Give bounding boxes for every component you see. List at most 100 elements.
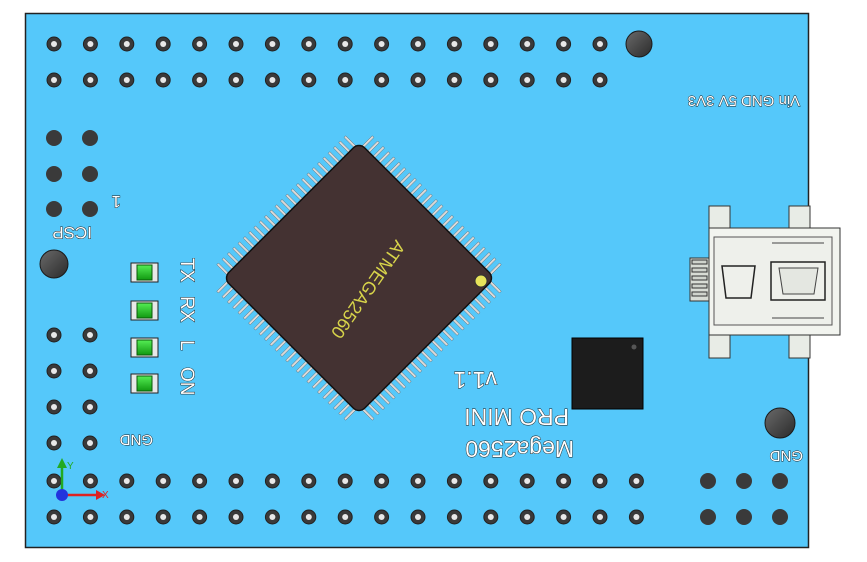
pin-hole-center xyxy=(415,478,421,484)
pin-hole-center xyxy=(451,514,458,520)
pin-hole-center xyxy=(415,77,421,83)
pin-hole-center xyxy=(633,478,640,484)
label-on: ON xyxy=(176,367,197,396)
secondary-ic xyxy=(571,337,644,410)
pin-hole-center xyxy=(560,478,567,484)
pin-hole-center xyxy=(87,368,93,374)
pin-hole-center xyxy=(160,514,167,520)
pin-hole-center xyxy=(560,77,567,83)
pin-hole-center xyxy=(597,478,603,484)
led-on xyxy=(130,373,159,394)
pin-hole-center xyxy=(233,77,239,83)
axis-y-label: Y xyxy=(67,461,74,472)
pin-headers xyxy=(46,36,644,525)
label-subtitle: PRO MINI xyxy=(464,404,569,430)
pin-hole-center xyxy=(560,41,567,47)
pin-hole-center xyxy=(51,440,57,446)
pin-hole-center xyxy=(160,77,167,83)
pin-hole-center xyxy=(524,41,531,47)
pin-hole-center xyxy=(524,77,531,83)
axis-triad: Y X xyxy=(56,458,109,501)
pin-hole-center xyxy=(487,41,494,47)
pin-hole-center xyxy=(378,77,385,83)
label-board-name: Mega2560 xyxy=(465,436,574,462)
label-version: v1.1 xyxy=(454,367,497,393)
pin-hole-center xyxy=(269,514,276,520)
pin-hole-center xyxy=(451,77,458,83)
pin-hole-center xyxy=(560,514,567,520)
chip-pin1-marker xyxy=(474,274,488,288)
pin-hole-center xyxy=(597,514,603,520)
pin-hole-center xyxy=(160,478,167,484)
label-tx: TX xyxy=(176,258,197,283)
pin-hole-center xyxy=(487,514,494,520)
pin-hole-center xyxy=(51,368,57,374)
pin-hole-center xyxy=(160,41,167,47)
pin-hole-center xyxy=(87,77,94,83)
pin-hole-center xyxy=(342,478,349,484)
led-l xyxy=(130,337,159,358)
pin-hole-center xyxy=(305,514,312,520)
pin-hole-center xyxy=(51,478,57,484)
mini-usb-connector xyxy=(689,205,841,359)
pin-hole-center xyxy=(378,478,385,484)
pin-hole-center xyxy=(196,41,203,47)
pin-hole-center xyxy=(597,41,603,47)
pin-hole-center xyxy=(233,478,239,484)
pin-hole-center xyxy=(123,514,130,520)
pin-hole-center xyxy=(524,514,531,520)
pin-hole-center xyxy=(378,41,385,47)
mounting-hole-bottom-right xyxy=(764,407,796,439)
pin-hole-center xyxy=(342,41,349,47)
pin-hole-center xyxy=(597,77,603,83)
label-pin-one: 1 xyxy=(112,192,121,211)
pin-hole-center xyxy=(305,77,312,83)
pin-hole-center xyxy=(123,77,130,83)
pin-hole-center xyxy=(233,514,239,520)
status-leds xyxy=(130,262,159,394)
pin-hole-center xyxy=(342,77,349,83)
label-gnd-left: GND xyxy=(120,431,154,448)
pin-hole-center xyxy=(87,514,94,520)
pin-hole-center xyxy=(196,478,203,484)
pin-hole-center xyxy=(451,478,458,484)
pin-hole-center xyxy=(305,41,312,47)
pin-hole-center xyxy=(233,41,239,47)
pin-hole-center xyxy=(51,332,57,338)
pin-hole-center xyxy=(51,404,57,410)
pin-hole-center xyxy=(269,41,276,47)
pin-hole-center xyxy=(487,478,494,484)
pin-hole-center xyxy=(451,41,458,47)
pin-hole-center xyxy=(196,77,203,83)
pin-hole-center xyxy=(196,514,203,520)
led-tx xyxy=(130,262,159,283)
pin-hole-center xyxy=(87,404,93,410)
pin-hole-center xyxy=(305,478,312,484)
pin-hole-center xyxy=(415,514,421,520)
pin-hole-center xyxy=(87,440,93,446)
pin-hole-center xyxy=(487,77,494,83)
label-power-pins: Vin GND 5V 3V3 xyxy=(688,92,800,109)
label-rx: RX xyxy=(176,296,197,323)
pin-hole-center xyxy=(342,514,349,520)
atmega2560-chip xyxy=(216,135,502,421)
right-pad-block xyxy=(700,473,788,525)
pin-hole-center xyxy=(269,77,276,83)
pin-hole-center xyxy=(524,478,531,484)
pin-hole-center xyxy=(51,514,57,520)
pin-hole-center xyxy=(123,478,130,484)
label-icsp: ICSP xyxy=(52,223,92,242)
pin-hole-center xyxy=(269,478,276,484)
icsp-header xyxy=(46,130,98,217)
pin-hole-center xyxy=(51,41,57,47)
axis-x-label: X xyxy=(102,490,109,501)
pin-hole-center xyxy=(87,41,94,47)
mounting-hole-left xyxy=(39,249,69,279)
led-rx xyxy=(130,300,159,321)
pin-hole-center xyxy=(415,41,421,47)
pin-hole-center xyxy=(87,332,93,338)
label-l: L xyxy=(176,340,197,351)
mounting-hole-top-right xyxy=(625,30,653,58)
